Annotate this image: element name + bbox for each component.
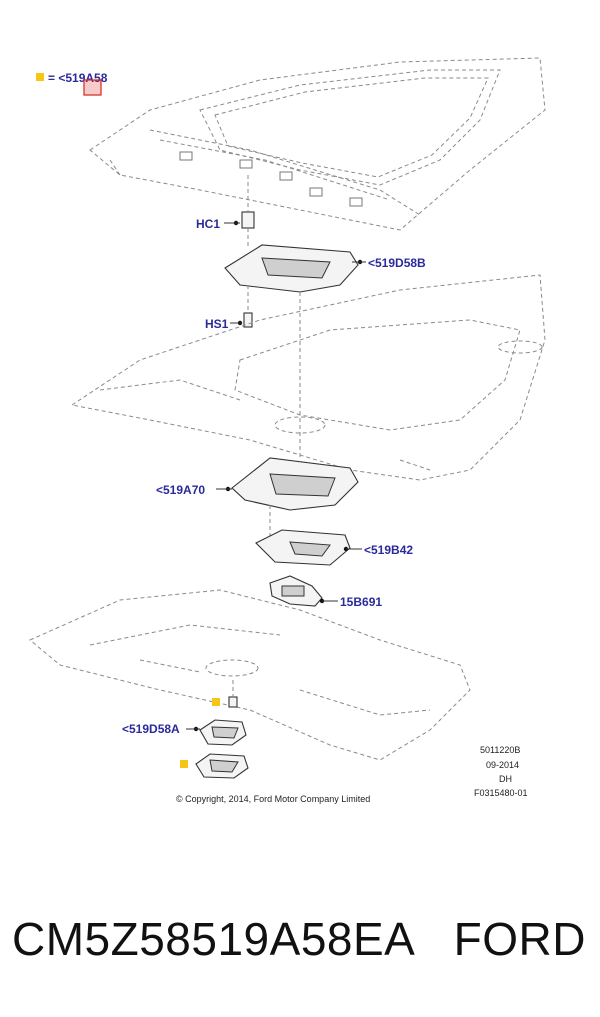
meta-line-3: DH: [499, 774, 512, 784]
legend-text: = <519A58: [48, 71, 108, 85]
callout-519d58b: <519D58B: [368, 256, 426, 270]
hs1-screw-part: [243, 312, 253, 328]
callout-519a70: <519A70: [156, 483, 205, 497]
lens-highlight-square: [180, 760, 188, 768]
headliner-lower: [29, 589, 471, 761]
meta-line-1: 5011220B: [480, 745, 520, 755]
fastener-part: [228, 680, 238, 708]
exploded-parts-diagram: = <519A58 HC1 <519D58B HS1: [29, 57, 546, 804]
lamp-lens-part: [195, 753, 249, 779]
part-number: CM5Z58519A58EA: [12, 913, 416, 965]
headliner-middle: [70, 274, 546, 481]
callout-15b691: 15B691: [340, 595, 382, 609]
hc1-clip-part: [241, 175, 255, 248]
footer: CM5Z58519A58EA FORD: [0, 900, 600, 990]
meta-line-2: 09-2014: [486, 760, 519, 770]
dome-lamp-part: [199, 719, 247, 746]
fastener-highlight-square: [212, 698, 220, 706]
callout-519d58a: <519D58A: [122, 722, 180, 736]
brand-name: FORD: [453, 913, 586, 965]
switch-module-part: [269, 575, 323, 607]
callout-hs1: HS1: [205, 317, 229, 331]
overhead-console-part: [231, 457, 359, 540]
meta-line-4: F0315480-01: [474, 788, 528, 798]
roof-panel-top: [89, 57, 546, 231]
legend-highlight-marker: [83, 79, 102, 96]
callout-hc1: HC1: [196, 217, 220, 231]
callout-519b42: <519B42: [364, 543, 413, 557]
console-lens-part: [255, 529, 351, 566]
copyright-text: © Copyright, 2014, Ford Motor Company Li…: [176, 794, 370, 804]
overhead-console-bracket-part: [224, 244, 359, 460]
legend-yellow-square: [36, 73, 44, 81]
